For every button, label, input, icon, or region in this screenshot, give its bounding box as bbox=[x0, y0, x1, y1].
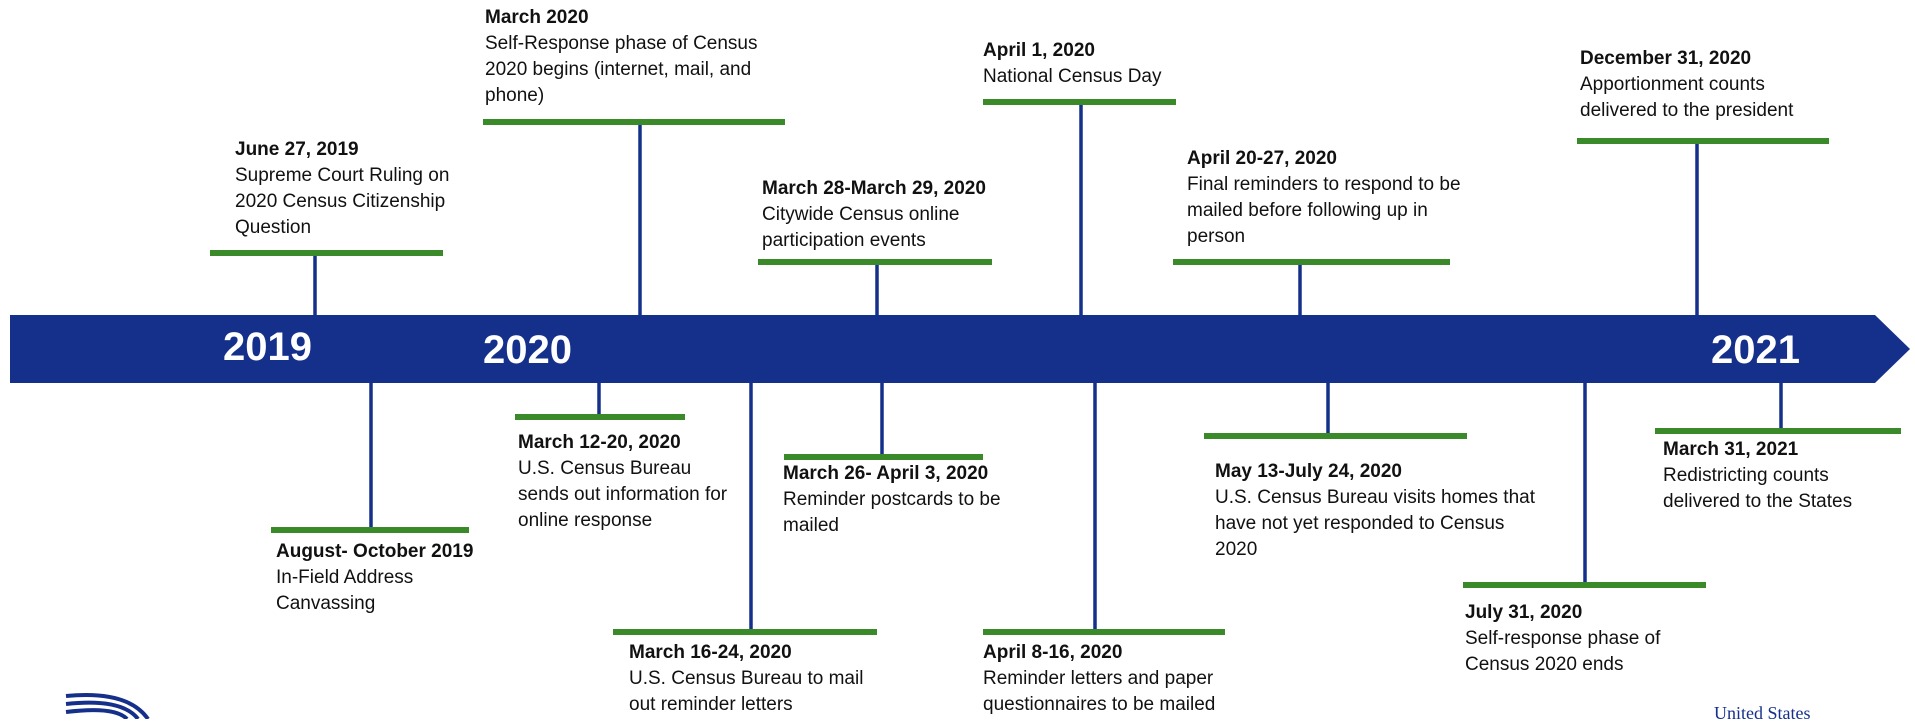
event-description: Supreme Court Ruling on 2020 Census Citi… bbox=[235, 165, 450, 238]
event-description: Apportionment counts delivered to the pr… bbox=[1580, 74, 1794, 121]
event-description: Reminder postcards to be mailed bbox=[783, 489, 1001, 536]
event-august-2019: August- October 2019 In-Field Address Ca… bbox=[276, 539, 496, 617]
event-december-31-2020: December 31, 2020 Apportionment counts d… bbox=[1580, 46, 1840, 124]
event-date: March 31, 2021 bbox=[1663, 439, 1799, 460]
event-march-12-2020: March 12-20, 2020 U.S. Census Bureau sen… bbox=[518, 430, 738, 534]
event-march-28-2020: March 28-March 29, 2020 Citywide Census … bbox=[762, 176, 1007, 254]
year-label-2019: 2019 bbox=[223, 325, 312, 369]
event-may-13-2020: May 13-July 24, 2020 U.S. Census Bureau … bbox=[1215, 459, 1550, 563]
event-date: August- October 2019 bbox=[276, 541, 474, 562]
event-april-1-2020: April 1, 2020 National Census Day bbox=[983, 38, 1213, 90]
event-description: In-Field Address Canvassing bbox=[276, 567, 414, 614]
event-date: May 13-July 24, 2020 bbox=[1215, 461, 1402, 482]
event-description: Self-Response phase of Census 2020 begin… bbox=[485, 33, 758, 106]
event-description: Final reminders to respond to be mailed … bbox=[1187, 174, 1461, 247]
event-june-2019: June 27, 2019 Supreme Court Ruling on 20… bbox=[235, 137, 475, 241]
event-march-16-2020: March 16-24, 2020 U.S. Census Bureau to … bbox=[629, 640, 879, 718]
event-description: Redistricting counts delivered to the St… bbox=[1663, 465, 1853, 512]
event-april-20-2020: April 20-27, 2020 Final reminders to res… bbox=[1187, 146, 1467, 250]
logo-right: United States bbox=[1714, 703, 1811, 724]
event-date: March 28-March 29, 2020 bbox=[762, 178, 986, 199]
event-description: Self-response phase of Census 2020 ends bbox=[1465, 628, 1661, 675]
event-date: March 12-20, 2020 bbox=[518, 432, 681, 453]
event-march-26-2020: March 26- April 3, 2020 Reminder postcar… bbox=[783, 461, 1013, 539]
event-date: April 8-16, 2020 bbox=[983, 642, 1123, 663]
event-description: Citywide Census online participation eve… bbox=[762, 204, 960, 251]
logo-text: United States bbox=[1714, 703, 1811, 723]
event-date: April 1, 2020 bbox=[983, 40, 1095, 61]
event-march-2020: March 2020 Self-Response phase of Census… bbox=[485, 5, 785, 109]
timeline-arrow bbox=[10, 315, 1910, 383]
event-date: April 20-27, 2020 bbox=[1187, 148, 1337, 169]
event-march-31-2021: March 31, 2021 Redistricting counts deli… bbox=[1663, 437, 1903, 515]
year-label-2021: 2021 bbox=[1711, 328, 1800, 372]
event-date: March 26- April 3, 2020 bbox=[783, 463, 989, 484]
event-july-31-2020: July 31, 2020 Self-response phase of Cen… bbox=[1465, 600, 1705, 678]
event-date: December 31, 2020 bbox=[1580, 48, 1752, 69]
event-description: National Census Day bbox=[983, 66, 1162, 87]
event-description: U.S. Census Bureau sends out information… bbox=[518, 458, 728, 531]
event-date: March 2020 bbox=[485, 7, 589, 28]
event-date: July 31, 2020 bbox=[1465, 602, 1583, 623]
logo-left bbox=[65, 693, 150, 719]
event-description: Reminder letters and paper questionnaire… bbox=[983, 668, 1216, 715]
event-date: June 27, 2019 bbox=[235, 139, 359, 160]
event-date: March 16-24, 2020 bbox=[629, 642, 792, 663]
event-april-8-2020: April 8-16, 2020 Reminder letters and pa… bbox=[983, 640, 1253, 718]
year-label-2020: 2020 bbox=[483, 328, 572, 372]
event-description: U.S. Census Bureau to mail out reminder … bbox=[629, 668, 864, 715]
event-description: U.S. Census Bureau visits homes that hav… bbox=[1215, 487, 1535, 560]
